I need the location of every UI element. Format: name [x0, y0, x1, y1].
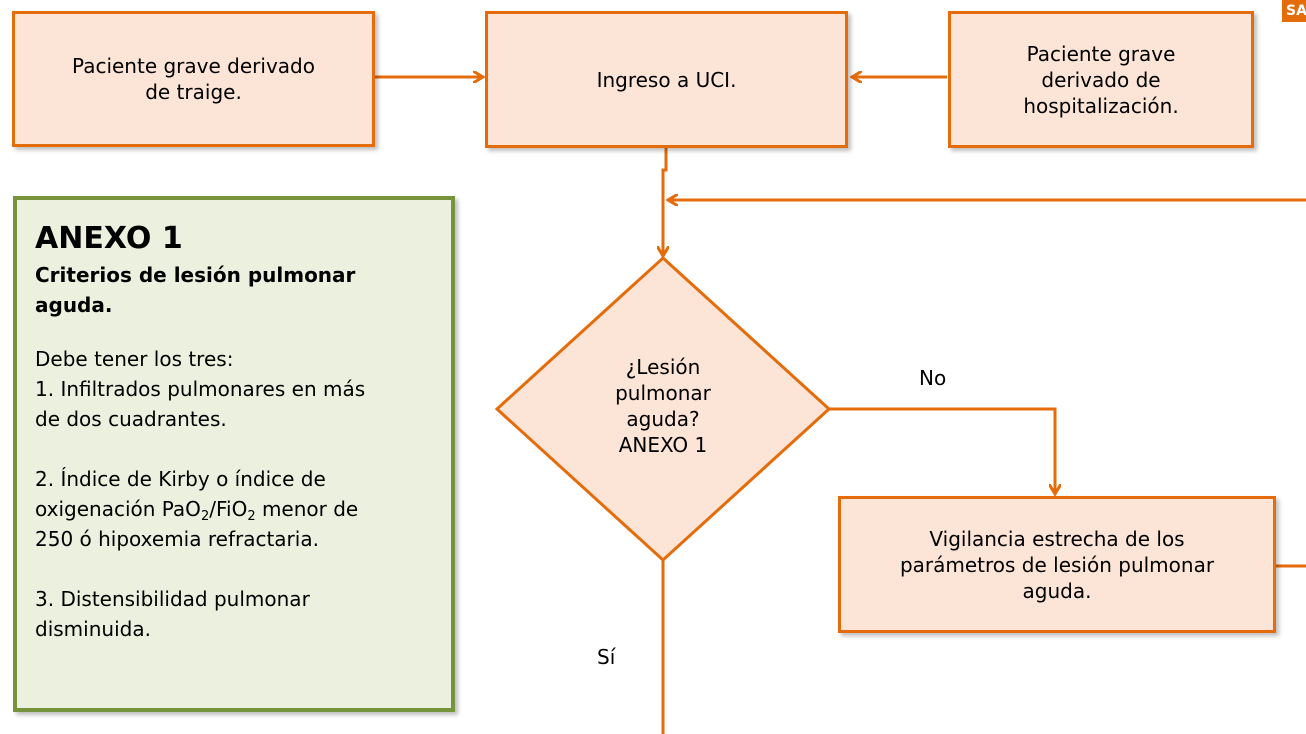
- node-hospitalizacion: Paciente grave derivado de hospitalizaci…: [948, 11, 1254, 148]
- annex-criterion-1-line1: 1. Infiltrados pulmonares en más: [35, 377, 366, 401]
- brand-logo-fragment-icon: SA: [1282, 0, 1306, 22]
- node-vigilancia-line3: aguda.: [1022, 578, 1092, 603]
- annex-intro: Debe tener los tres:: [35, 347, 234, 371]
- node-triage: Paciente grave derivado de traige.: [12, 11, 375, 147]
- decision-label: ¿Lesión pulmonar aguda? ANEXO 1: [583, 354, 743, 458]
- annex-criterion-3-line2: disminuida.: [35, 617, 151, 641]
- connector-uci-to-decision: [663, 148, 666, 256]
- node-hospital-line2: derivado de: [1041, 67, 1161, 92]
- decision-line2: pulmonar: [615, 381, 711, 405]
- node-triage-line1: Paciente grave derivado: [72, 54, 315, 78]
- node-vigilancia-line1: Vigilancia estrecha de los: [929, 526, 1185, 551]
- edge-label-si: Sí: [597, 645, 616, 669]
- annex-subtitle: Criterios de lesión pulmonar aguda.: [35, 263, 356, 317]
- node-hospital-line3: hospitalización.: [1023, 93, 1179, 118]
- node-triage-line2: de traige.: [145, 80, 242, 104]
- node-ingreso-uci: Ingreso a UCI.: [485, 11, 848, 148]
- annex-criterion-3-line1: 3. Distensibilidad pulmonar: [35, 587, 310, 611]
- annex-title: ANEXO 1: [35, 221, 183, 256]
- node-hospital-line1: Paciente grave: [1026, 41, 1176, 66]
- decision-line4: ANEXO 1: [618, 433, 708, 457]
- decision-line3: aguda?: [626, 407, 700, 431]
- annex-c2-sub2: 2: [247, 509, 256, 524]
- annex-criteria-panel: ANEXO 1 Criterios de lesión pulmonar agu…: [13, 196, 455, 712]
- annex-criterion-2-line1: 2. Índice de Kirby o índice de: [35, 467, 326, 491]
- node-uci-label: Ingreso a UCI.: [596, 67, 737, 92]
- annex-criterion-1-line2: de dos cuadrantes.: [35, 407, 227, 431]
- annex-c2-sub1: 2: [200, 509, 210, 524]
- annex-c2-post: menor de: [255, 497, 359, 521]
- annex-c2-pre: oxigenación PaO: [35, 497, 201, 521]
- edge-label-no: No: [919, 366, 947, 390]
- node-vigilancia: Vigilancia estrecha de los parámetros de…: [838, 496, 1276, 633]
- node-vigilancia-line2: parámetros de lesión pulmonar: [899, 552, 1215, 577]
- annex-criterion-2-line3: 250 ó hipoxemia refractaria.: [35, 527, 319, 551]
- annex-c2-mid: /FiO: [209, 497, 248, 521]
- annex-criterion-2-line2: oxigenación PaO2/FiO2 menor de: [35, 494, 435, 524]
- decision-line1: ¿Lesión: [625, 355, 701, 379]
- connector-decision-no: [829, 407, 1055, 494]
